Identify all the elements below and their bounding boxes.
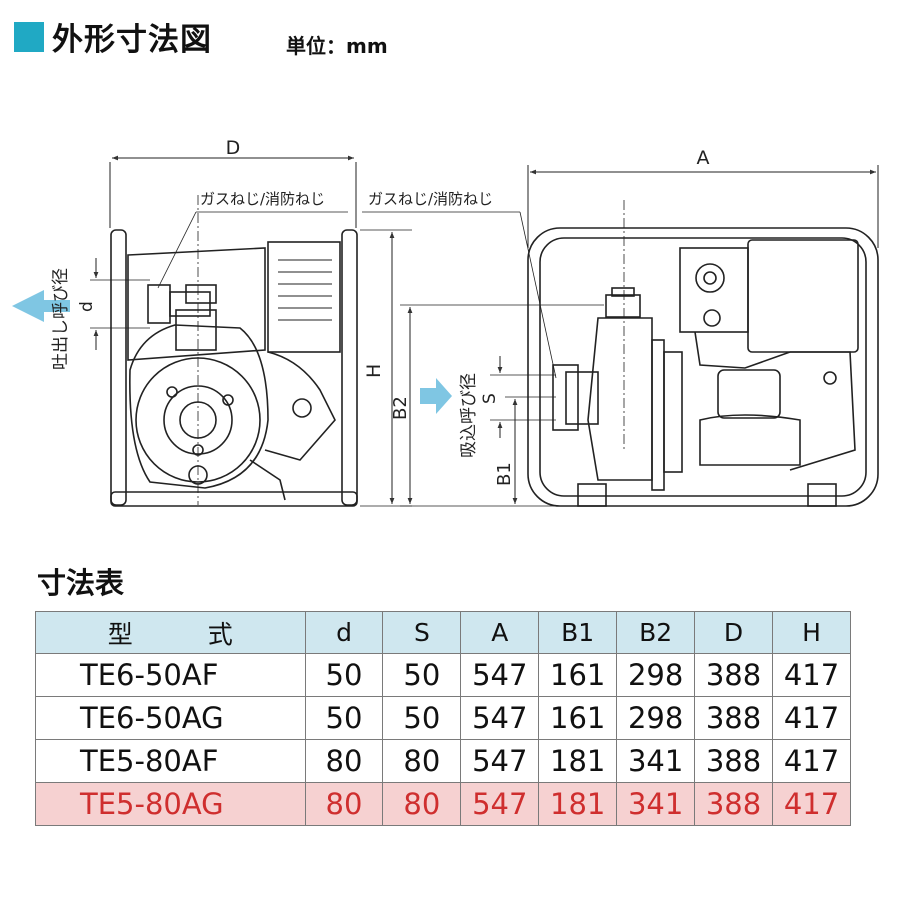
cell-b1: 161	[538, 696, 618, 740]
cell-h: 417	[772, 739, 851, 783]
dim-label-a: A	[697, 147, 710, 169]
cell-a: 547	[460, 696, 540, 740]
cell-s: 80	[382, 739, 462, 783]
header-model: 型 式	[35, 611, 306, 654]
cell-model: TE6-50AG	[35, 696, 306, 740]
header-d: d	[304, 611, 384, 654]
section-header: 外形寸法図	[14, 14, 212, 59]
outlet-size-label: 吐出し呼び径	[51, 268, 71, 370]
front-view	[90, 155, 412, 507]
dim-label-d-width: D	[226, 137, 241, 159]
cell-a: 547	[460, 739, 540, 783]
cell-b2: 298	[616, 696, 696, 740]
table-row: TE5-80AF 80 80 547 181 341 388 417	[35, 739, 851, 783]
thread-label-right: ガスねじ/消防ねじ	[368, 190, 493, 208]
cell-model: TE6-50AF	[35, 653, 306, 697]
dimension-drawing: D ガスねじ/消防ねじ 吐出し呼び径 d H A ガスねじ/消防ねじ 吸込呼び径…	[12, 137, 879, 507]
inlet-size-label: 吸込呼び径	[459, 373, 479, 458]
dim-label-b2: B2	[390, 396, 411, 420]
cell-b1: 181	[538, 782, 618, 826]
header-h: H	[772, 611, 851, 654]
dim-label-b1: B1	[494, 462, 515, 486]
cell-dd: 388	[694, 782, 773, 826]
dim-label-s: S	[480, 393, 500, 404]
cell-b1: 161	[538, 653, 618, 697]
table-row: TE6-50AF 50 50 547 161 298 388 417	[35, 653, 851, 697]
cell-dd: 388	[694, 739, 773, 783]
table-header-row: 型 式 d S A B1 B2 D H	[35, 611, 851, 654]
cell-a: 547	[460, 653, 540, 697]
header-s: S	[382, 611, 462, 654]
outlet-arrow-icon	[12, 290, 70, 322]
cell-d: 80	[304, 739, 384, 783]
table-title: 寸法表	[37, 566, 125, 600]
section-marker	[14, 21, 44, 52]
cell-b2: 341	[616, 782, 696, 826]
header-dd: D	[694, 611, 773, 654]
dim-label-d-outlet: d	[77, 301, 97, 312]
table-row-highlighted: TE5-80AG 80 80 547 181 341 388 417	[35, 782, 851, 826]
cell-d: 50	[304, 653, 384, 697]
cell-b1: 181	[538, 739, 618, 783]
cell-d: 50	[304, 696, 384, 740]
cell-h: 417	[772, 782, 851, 826]
page-title: 外形寸法図	[52, 22, 212, 58]
cell-s: 80	[382, 782, 462, 826]
header-b1: B1	[538, 611, 618, 654]
inlet-arrow-icon	[420, 378, 452, 414]
cell-b2: 341	[616, 739, 696, 783]
side-view	[362, 165, 879, 507]
cell-model: TE5-80AF	[35, 739, 306, 783]
unit-label: 単位：mm	[286, 34, 388, 58]
cell-s: 50	[382, 653, 462, 697]
header-a: A	[460, 611, 540, 654]
cell-dd: 388	[694, 696, 773, 740]
dimension-table: 型 式 d S A B1 B2 D H TE6-50AF 50 50 547 1…	[35, 611, 851, 826]
cell-s: 50	[382, 696, 462, 740]
cell-a: 547	[460, 782, 540, 826]
cell-model: TE5-80AG	[35, 782, 306, 826]
thread-label-left: ガスねじ/消防ねじ	[200, 190, 325, 208]
cell-d: 80	[304, 782, 384, 826]
cell-b2: 298	[616, 653, 696, 697]
cell-dd: 388	[694, 653, 773, 697]
table-row: TE6-50AG 50 50 547 161 298 388 417	[35, 696, 851, 740]
cell-h: 417	[772, 653, 851, 697]
dim-label-h: H	[363, 364, 385, 378]
cell-h: 417	[772, 696, 851, 740]
header-b2: B2	[616, 611, 696, 654]
